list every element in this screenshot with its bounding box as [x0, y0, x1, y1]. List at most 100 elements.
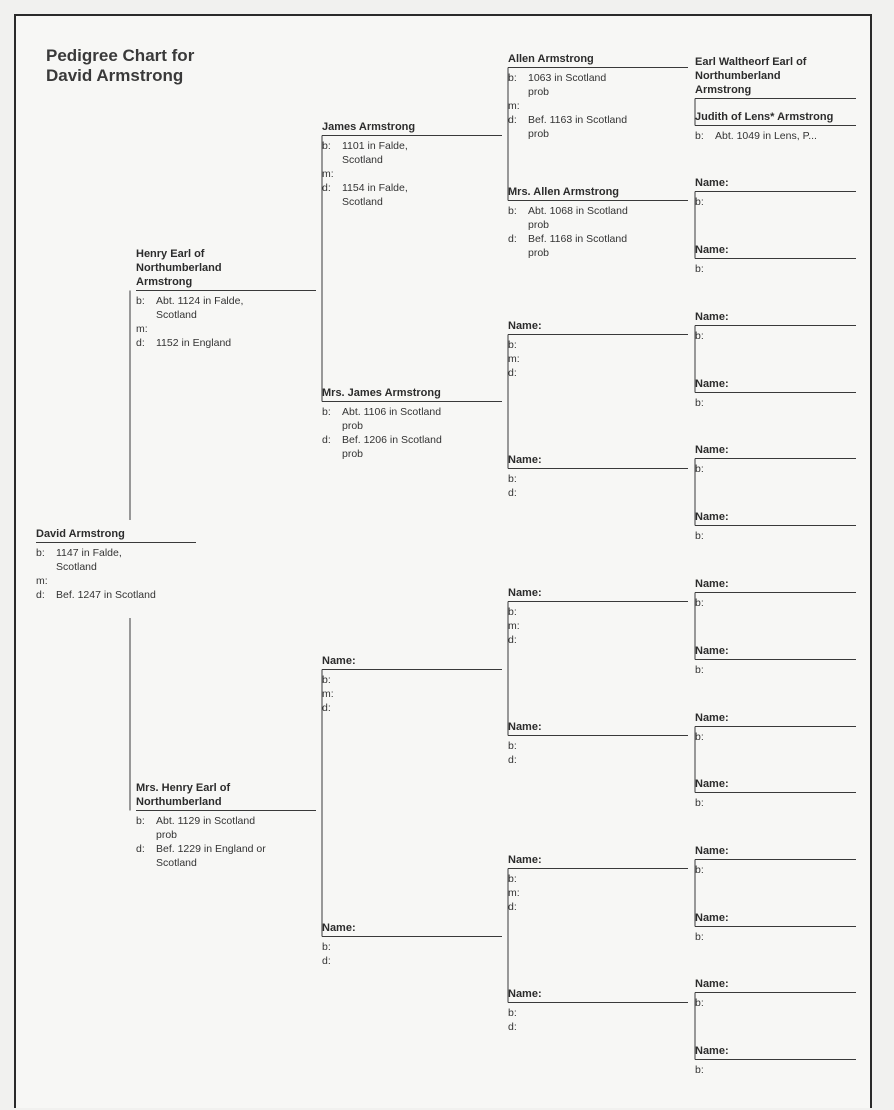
- fact-label: b:: [508, 606, 517, 618]
- person-facts: b:: [695, 195, 715, 209]
- fact-row: b:: [695, 930, 715, 944]
- fact-row: d: Bef. 1168 in Scotland prob: [508, 232, 628, 260]
- fact-label: d:: [508, 114, 517, 126]
- fact-row: d:: [508, 1020, 528, 1034]
- fact-label: d:: [136, 337, 145, 349]
- person-facts: b:m:d:: [508, 872, 528, 914]
- fact-row: d:: [508, 633, 528, 647]
- person-name: Name:: [322, 922, 356, 934]
- person-facts: b:: [695, 863, 715, 877]
- fact-label: b:: [695, 130, 704, 142]
- fact-label: b:: [322, 406, 331, 418]
- fact-row: d:: [322, 954, 342, 968]
- person-facts: b:m: d:: [322, 673, 342, 715]
- person-facts: b: Abt. 1049 in Lens, P...: [695, 129, 817, 143]
- fact-value: Bef. 1229 in England or Scotland: [156, 843, 266, 869]
- chart-title: Pedigree Chart for David Armstrong: [46, 46, 195, 85]
- fact-label: m:: [136, 323, 148, 335]
- fact-row: m:: [36, 574, 156, 588]
- fact-value: Bef. 1168 in Scotland prob: [528, 233, 628, 259]
- person-name: Name:: [695, 1045, 729, 1057]
- fact-label: b:: [508, 72, 517, 84]
- person-name: Allen Armstrong: [508, 53, 594, 65]
- fact-row: b:: [695, 262, 715, 276]
- person-name: Name:: [695, 845, 729, 857]
- person-name: Name:: [508, 587, 542, 599]
- fact-label: b:: [695, 597, 704, 609]
- fact-row: b:: [695, 529, 715, 543]
- fact-row: b:: [695, 596, 715, 610]
- fact-row: b: Abt. 1049 in Lens, P...: [695, 129, 817, 143]
- fact-row: b:: [508, 338, 528, 352]
- fact-row: d:Bef. 1206 in Scotland prob: [322, 433, 442, 461]
- person-facts: b:: [695, 796, 715, 810]
- fact-row: d: Bef. 1229 in England or Scotland: [136, 842, 266, 870]
- person-name: Name:: [695, 378, 729, 390]
- fact-row: b:: [695, 1063, 715, 1077]
- fact-label: b:: [136, 295, 145, 307]
- fact-value: 1154 in Falde, Scotland: [342, 182, 408, 208]
- fact-label: b:: [508, 1007, 517, 1019]
- fact-row: d:Bef. 1247 in Scotland: [36, 588, 156, 602]
- person-name: Name:: [695, 978, 729, 990]
- person-facts: b:: [695, 996, 715, 1010]
- fact-row: b:: [508, 605, 528, 619]
- fact-label: d:: [322, 182, 331, 194]
- fact-label: d:: [36, 589, 45, 601]
- fact-row: m:: [322, 167, 408, 181]
- person-name: Name:: [695, 778, 729, 790]
- fact-value: Abt. 1049 in Lens, P...: [715, 130, 817, 142]
- person-facts: b:: [695, 462, 715, 476]
- person-name: Name:: [695, 311, 729, 323]
- fact-row: b:Abt. 1068 in Scotland prob: [508, 204, 628, 232]
- fact-label: d:: [136, 843, 145, 855]
- fact-row: d:1152 in England: [136, 336, 243, 350]
- fact-value: 1101 in Falde, Scotland: [342, 140, 408, 166]
- fact-value: Bef. 1206 in Scotland prob: [342, 434, 442, 460]
- fact-label: m:: [36, 575, 48, 587]
- fact-label: d:: [322, 702, 331, 714]
- person-facts: b:m:d:: [508, 338, 528, 380]
- fact-label: b:: [695, 864, 704, 876]
- fact-label: m:: [322, 168, 334, 180]
- fact-row: b:Abt. 1129 in Scotland prob: [136, 814, 266, 842]
- person-facts: b:: [695, 1063, 715, 1077]
- fact-label: d:: [508, 901, 517, 913]
- fact-label: b:: [695, 397, 704, 409]
- person-facts: b:d:: [508, 739, 528, 767]
- fact-label: b:: [695, 330, 704, 342]
- fact-value: 1063 in Scotland prob: [528, 72, 607, 98]
- person-name: Earl Waltheorf Earl of Northumberland Ar…: [695, 56, 807, 96]
- fact-value: Bef. 1163 in Scotland prob: [528, 114, 628, 140]
- fact-row: b:: [322, 673, 342, 687]
- person-facts: b:: [695, 262, 715, 276]
- fact-label: m:: [322, 688, 334, 700]
- person-name: James Armstrong: [322, 121, 416, 133]
- fact-row: b:: [695, 462, 715, 476]
- fact-value: Abt. 1124 in Falde, Scotland: [156, 295, 244, 321]
- person-name: Name:: [508, 320, 542, 332]
- fact-row: b:: [508, 472, 528, 486]
- fact-row: b:1147 in Falde, Scotland: [36, 546, 156, 574]
- fact-label: d:: [508, 754, 517, 766]
- fact-row: b:Abt. 1106 in Scotland prob: [322, 405, 442, 433]
- fact-row: b:: [695, 663, 715, 677]
- fact-label: m:: [508, 620, 520, 632]
- person-facts: b:d:: [508, 1006, 528, 1034]
- person-name: Name:: [695, 645, 729, 657]
- person-facts: b:: [695, 329, 715, 343]
- fact-label: b:: [508, 205, 517, 217]
- fact-label: d:: [508, 233, 517, 245]
- fact-label: b:: [695, 797, 704, 809]
- fact-label: b:: [508, 873, 517, 885]
- person-facts: b: Abt. 1124 in Falde, Scotland m:d:1152 i…: [136, 294, 243, 350]
- pedigree-connector-lines: [36, 67, 856, 1060]
- person-facts: b:: [695, 663, 715, 677]
- person-name: Name:: [508, 454, 542, 466]
- fact-row: b:: [695, 796, 715, 810]
- fact-label: b:: [322, 941, 331, 953]
